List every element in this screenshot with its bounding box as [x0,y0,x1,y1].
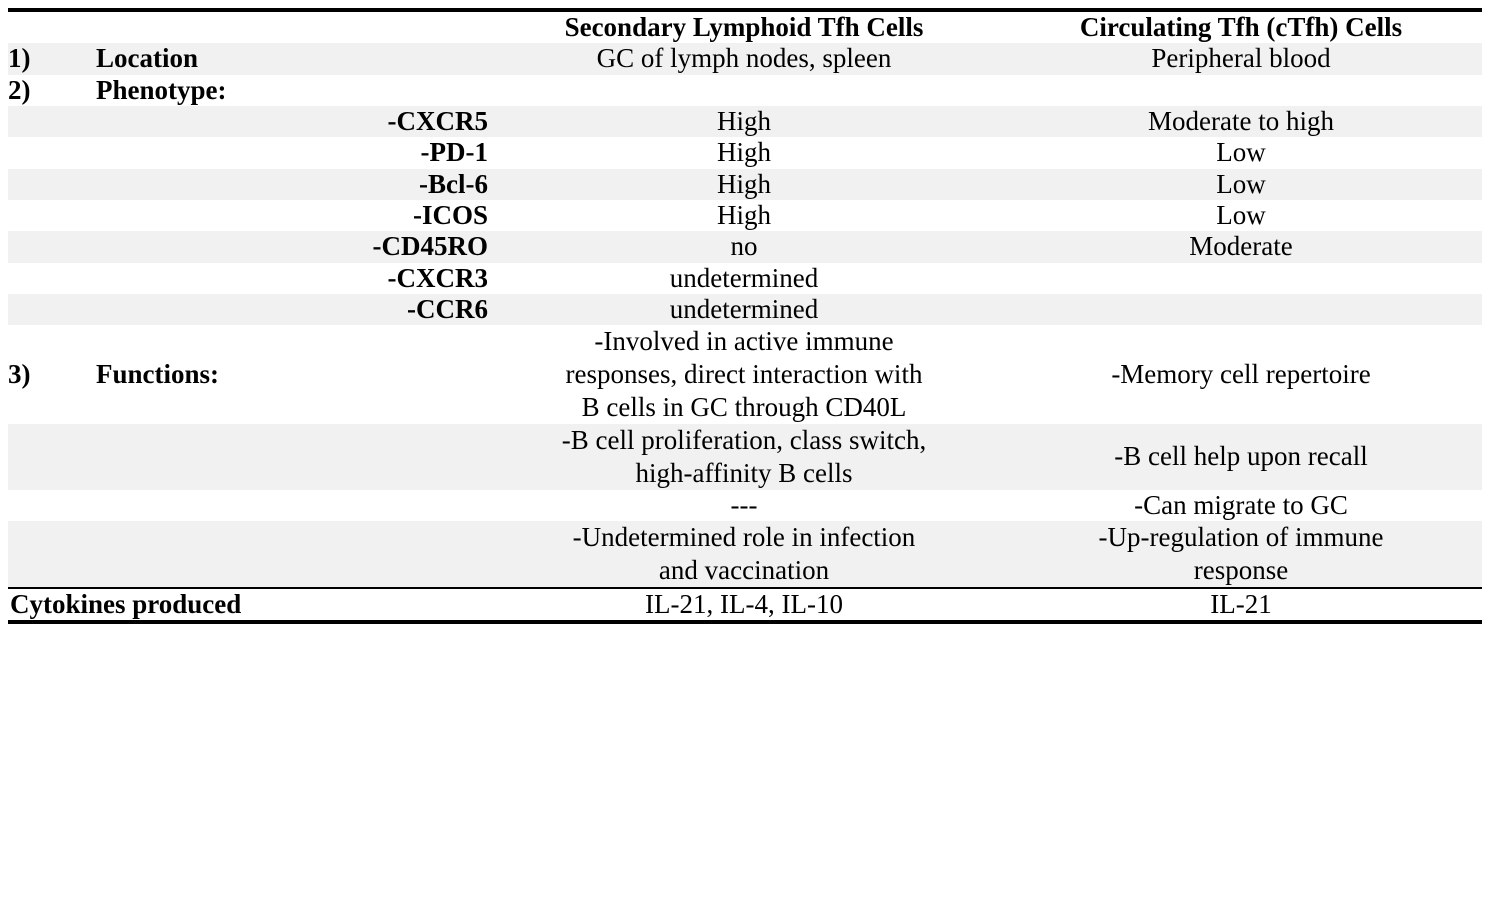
tfh-comparison-table: Secondary Lymphoid Tfh Cells Circulating… [8,8,1482,625]
header-blank-label [96,12,488,44]
row-number-1: 1) [8,43,96,75]
undetermined-secondary-line-1: -Undetermined role in infection [572,522,916,553]
undetermined-secondary-line-2: and vaccination [658,555,830,586]
marker-cd45ro: -CD45RO [96,231,488,263]
cell-blank-num [8,199,96,232]
marker-icos: -ICOS [96,199,488,232]
cell-migrate-circulating: -Can migrate to GC [1000,489,1482,522]
table-row-location: 1) Location GC of lymph nodes, spleen Pe… [8,43,1482,75]
cell-blank-label [96,521,488,587]
marker-pd1: -PD-1 [96,137,488,169]
cell-ccr6-circulating-empty [1000,293,1482,326]
cell-proliferation-circulating: -B cell help upon recall [1000,423,1482,490]
cell-phenotype-circulating-empty [1000,74,1482,106]
table-row-phenotype-heading: 2) Phenotype: [8,74,1482,106]
cell-migrate-secondary: --- [488,489,1000,522]
cell-cxcr5-circulating: Moderate to high [1000,105,1482,138]
cell-cxcr5-secondary: High [488,105,1000,138]
undetermined-circulating-line-1: -Up-regulation of immune [1098,522,1384,553]
marker-cxcr5: -CXCR5 [96,105,488,138]
table-row-cxcr3: -CXCR3 undetermined [8,262,1482,294]
row-number-3: 3) [8,325,96,424]
table-mid-rule [8,587,1482,589]
marker-ccr6: -CCR6 [96,293,488,326]
cell-undetermined-circulating: -Up-regulation of immune response [1000,521,1482,587]
cell-functions-secondary: -Involved in active immune responses, di… [488,325,1000,424]
cell-pd1-circulating: Low [1000,137,1482,169]
header-blank-num [8,12,96,44]
header-secondary-lymphoid: Secondary Lymphoid Tfh Cells [564,12,924,42]
cell-blank-num [8,262,96,294]
table-row-bcl6: -Bcl-6 High Low [8,168,1482,200]
proliferation-secondary-line-2: high-affinity B cells [635,457,853,488]
marker-bcl6: -Bcl-6 [96,168,488,200]
header-circulating: Circulating Tfh (cTfh) Cells [1079,12,1403,42]
table-bottom-rule [8,620,1482,625]
table-row-undetermined-role: -Undetermined role in infection and vacc… [8,521,1482,587]
cell-cytokines-secondary: IL-21, IL-4, IL-10 [488,589,1000,621]
undetermined-circulating-line-2: response [1193,555,1289,586]
marker-cxcr3: -CXCR3 [96,262,488,294]
cell-blank-num [8,137,96,169]
cell-blank-num [8,168,96,200]
functions-secondary-line-1: -Involved in active immune [594,326,894,357]
row-label-location: Location [96,43,488,75]
cell-cytokines-circulating: IL-21 [1000,589,1482,621]
table-row-ccr6: -CCR6 undetermined [8,293,1482,326]
cell-blank-label [96,423,488,490]
proliferation-secondary-line-1: -B cell proliferation, class switch, [561,424,927,455]
cell-cxcr3-circulating-empty [1000,262,1482,294]
cell-blank-num [8,521,96,587]
table-row-functions: 3) Functions: -Involved in active immune… [8,325,1482,424]
functions-secondary-line-2: responses, direct interaction with [565,359,923,390]
cell-proliferation-secondary: -B cell proliferation, class switch, hig… [488,423,1000,490]
cell-bcl6-secondary: High [488,168,1000,200]
table-header-row: Secondary Lymphoid Tfh Cells Circulating… [8,12,1482,44]
table-row-cd45ro: -CD45RO no Moderate [8,231,1482,263]
cell-icos-secondary: High [488,199,1000,232]
row-label-phenotype: Phenotype: [96,74,488,106]
cell-blank-num [8,423,96,490]
cell-bcl6-circulating: Low [1000,168,1482,200]
cell-icos-circulating: Low [1000,199,1482,232]
cell-cd45ro-circulating: Moderate [1000,231,1482,263]
comparison-table-wrapper: Secondary Lymphoid Tfh Cells Circulating… [8,8,1482,625]
table-top-rule [8,8,1482,12]
table-row-cxcr5: -CXCR5 High Moderate to high [8,105,1482,138]
functions-secondary-line-3: B cells in GC through CD40L [581,392,907,422]
cell-location-circulating: Peripheral blood [1000,43,1482,75]
cell-pd1-secondary: High [488,137,1000,169]
cell-undetermined-secondary: -Undetermined role in infection and vacc… [488,521,1000,587]
row-label-cytokines: Cytokines produced [8,589,488,621]
table-row-bcell-proliferation: -B cell proliferation, class switch, hig… [8,423,1482,490]
cell-ccr6-undetermined: undetermined [488,293,1000,326]
cell-blank-num [8,231,96,263]
cell-location-secondary: GC of lymph nodes, spleen [488,43,1000,75]
table-row-migrate: --- -Can migrate to GC [8,489,1482,522]
cell-phenotype-secondary-empty [488,74,1000,106]
cell-blank-num [8,105,96,138]
table-row-icos: -ICOS High Low [8,199,1482,232]
cell-blank-num [8,293,96,326]
cell-blank-num [8,489,96,522]
table-row-cytokines: Cytokines produced IL-21, IL-4, IL-10 IL… [8,589,1482,621]
cell-cxcr3-undetermined: undetermined [488,262,1000,294]
row-number-2: 2) [8,74,96,106]
cell-cd45ro-secondary: no [488,231,1000,263]
cell-functions-circulating: -Memory cell repertoire [1000,325,1482,424]
cell-blank-label [96,489,488,522]
table-row-pd1: -PD-1 High Low [8,137,1482,169]
row-label-functions: Functions: [96,325,488,424]
